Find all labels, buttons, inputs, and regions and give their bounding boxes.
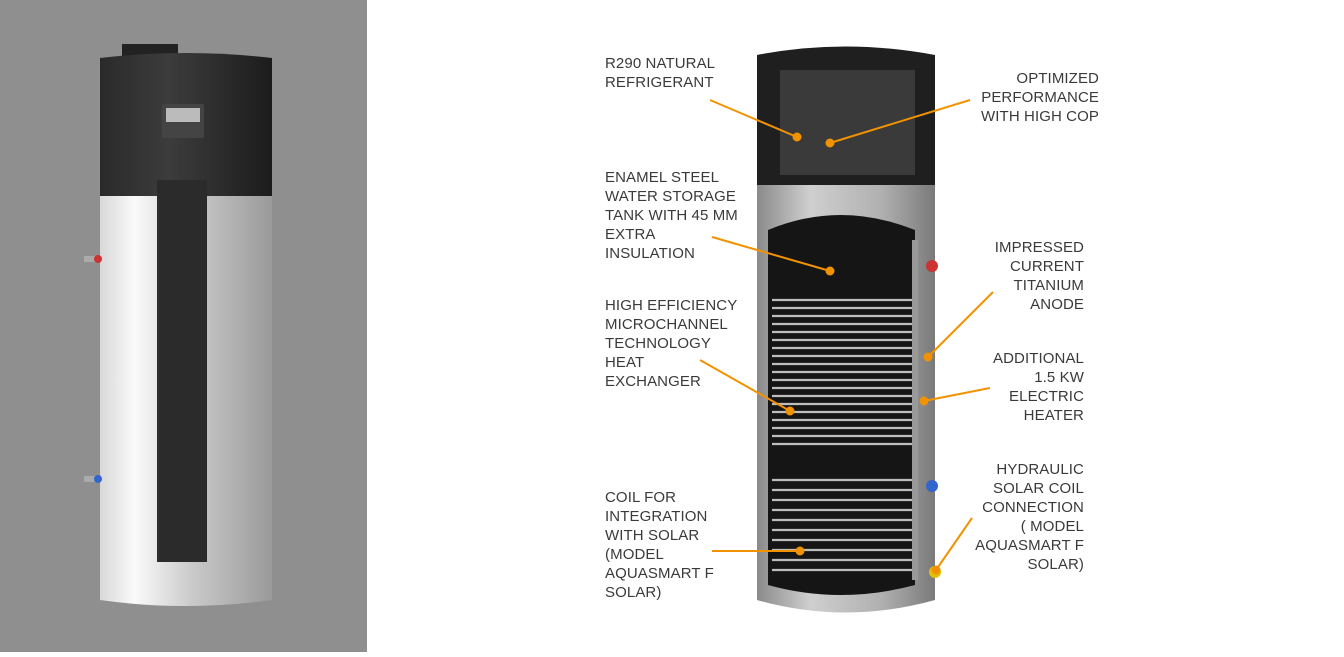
heat-pump-exterior xyxy=(84,44,272,606)
label-hydraulic: HYDRAULIC SOLAR COIL CONNECTION ( MODEL … xyxy=(975,461,1084,573)
label-heater: ADDITIONAL 1.5 KW ELECTRIC HEATER xyxy=(992,350,1084,424)
heat-pump-cutaway xyxy=(757,46,941,613)
label-tank: ENAMEL STEEL WATER STORAGE TANK WITH 45 … xyxy=(605,169,738,262)
leader-lines xyxy=(699,99,994,575)
label-refrigerant: R290 NATURAL REFRIGERANT xyxy=(605,55,716,91)
product-photo-panel xyxy=(0,0,367,652)
label-performance: OPTIMIZED PERFORMANCE WITH HIGH COP xyxy=(981,70,1099,125)
label-solar-coil: COIL FOR INTEGRATION WITH SOLAR (MODEL A… xyxy=(605,489,714,601)
label-exchanger: HIGH EFFICIENCY MICROCHANNEL TECHNOLOGY … xyxy=(605,297,738,390)
label-anode: IMPRESSED CURRENT TITANIUM ANODE xyxy=(994,239,1084,313)
